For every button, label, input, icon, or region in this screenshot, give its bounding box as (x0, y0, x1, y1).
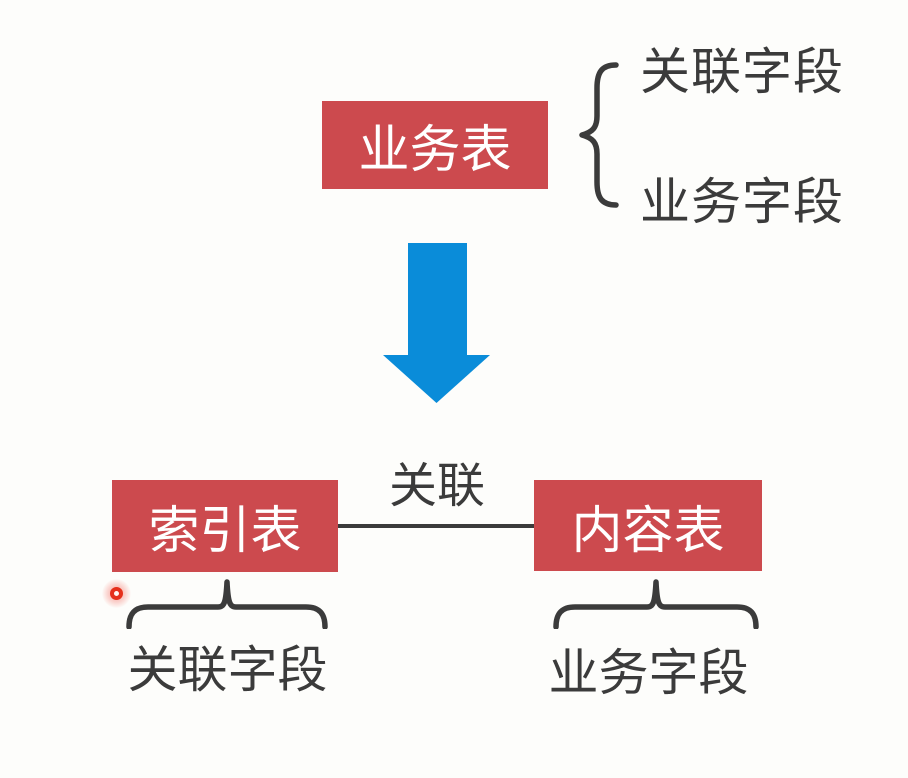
content-table-node: 内容表 (534, 480, 762, 571)
business-table-label: 业务表 (358, 121, 512, 178)
curly-brace-icon (579, 62, 619, 208)
relation-label: 关联 (388, 460, 485, 513)
business-table-field-business: 业务字段 (640, 174, 844, 230)
curly-brace-icon (126, 579, 328, 629)
index-table-label: 索引表 (148, 502, 302, 559)
laser-pointer-dot (102, 579, 131, 608)
laser-pointer-ring (110, 587, 123, 600)
content-table-field-label: 业务字段 (548, 645, 749, 701)
connector-line (338, 524, 534, 528)
content-table-label: 内容表 (571, 501, 725, 559)
down-arrow-icon (383, 243, 490, 403)
index-table-field-label: 关联字段 (127, 642, 328, 698)
business-table-field-association: 关联字段 (640, 44, 844, 100)
business-table-node: 业务表 (322, 101, 548, 189)
curly-brace-icon (553, 579, 759, 629)
index-table-node: 索引表 (112, 480, 338, 572)
